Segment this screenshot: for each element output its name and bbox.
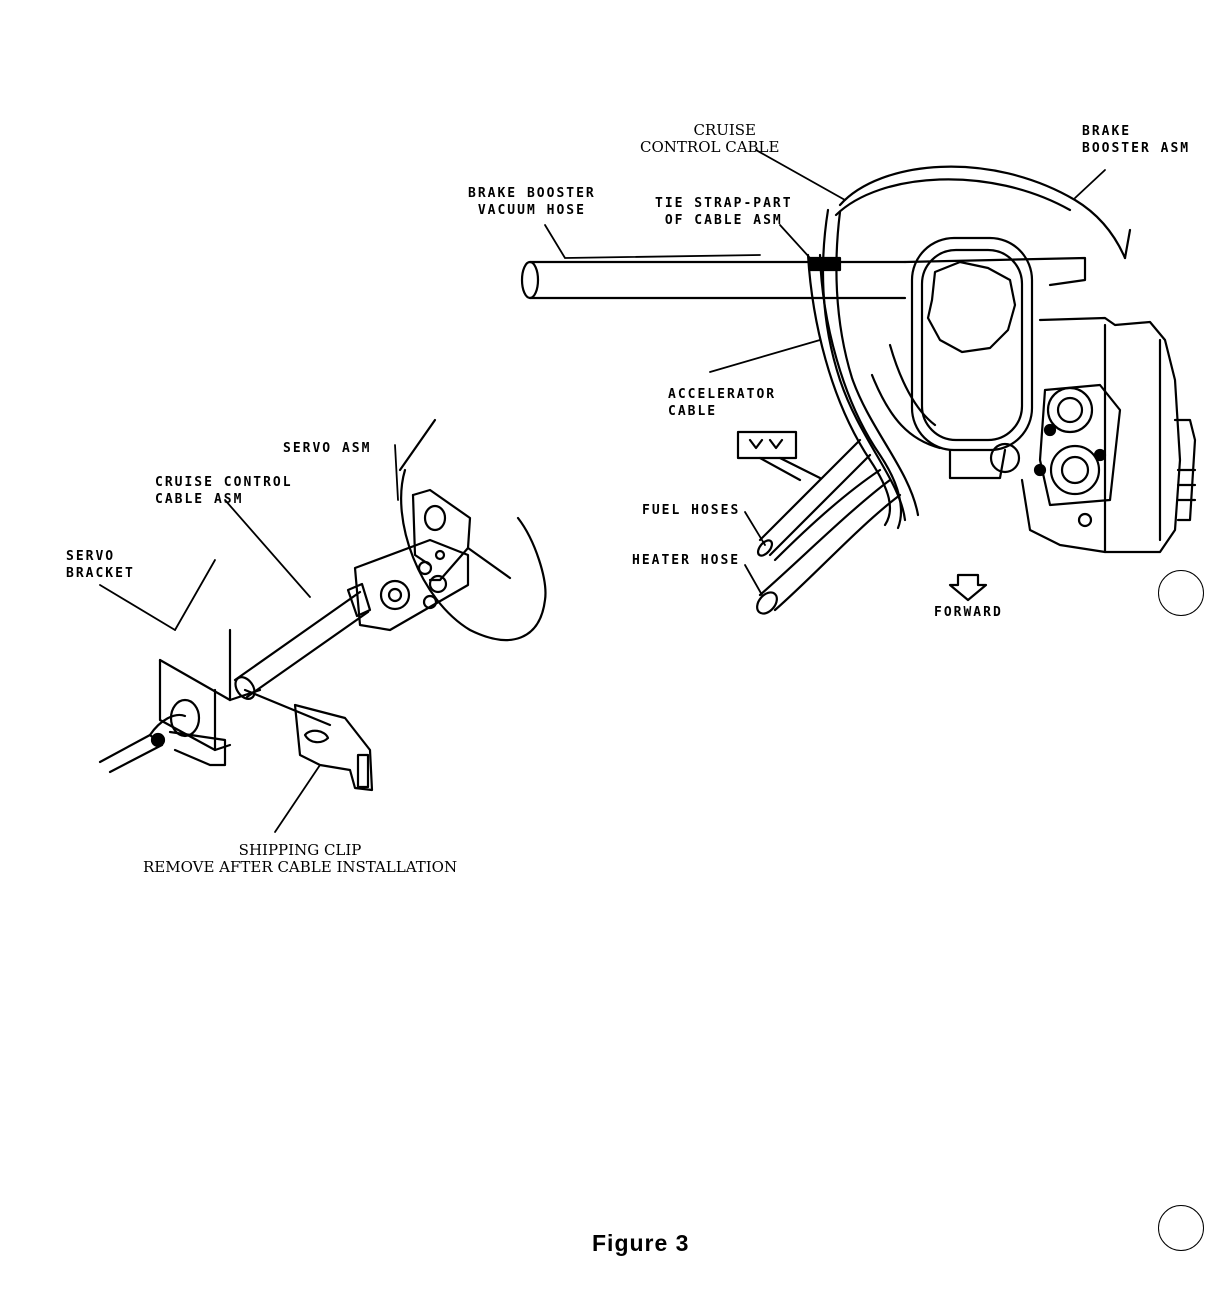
label-shipping-clip: SHIPPING CLIP REMOVE AFTER CABLE INSTALL… bbox=[143, 841, 458, 876]
label-accelerator-cable: ACCELERATOR CABLE bbox=[668, 387, 777, 419]
label-cruise-control-cable: CRUISE CONTROL CABLE bbox=[640, 121, 780, 156]
label-forward: FORWARD bbox=[934, 605, 1003, 620]
figure-caption: Figure 3 bbox=[592, 1230, 690, 1256]
punch-hole-circle bbox=[1158, 570, 1204, 616]
left-leader-lines bbox=[99, 444, 399, 833]
label-brake-booster-asm: BRAKE BOOSTER ASM bbox=[1082, 124, 1191, 156]
label-servo-asm: SERVO ASM bbox=[283, 441, 372, 456]
label-cruise-control-cable-asm: CRUISE CONTROL CABLE ASM bbox=[155, 475, 293, 507]
label-servo-bracket: SERVO BRACKET bbox=[66, 549, 135, 581]
servo-assembly-drawing bbox=[98, 418, 547, 792]
label-fuel-hoses: FUEL HOSES bbox=[642, 503, 741, 518]
label-tie-strap: TIE STRAP-PART OF CABLE ASM bbox=[655, 196, 793, 228]
label-heater-hose: HEATER HOSE bbox=[632, 553, 741, 568]
engine-compartment-drawing bbox=[520, 165, 1197, 615]
label-brake-booster-vacuum-hose: BRAKE BOOSTER VACUUM HOSE bbox=[468, 186, 596, 218]
right-leader-lines bbox=[544, 149, 1106, 596]
punch-hole-circle bbox=[1158, 1205, 1204, 1251]
